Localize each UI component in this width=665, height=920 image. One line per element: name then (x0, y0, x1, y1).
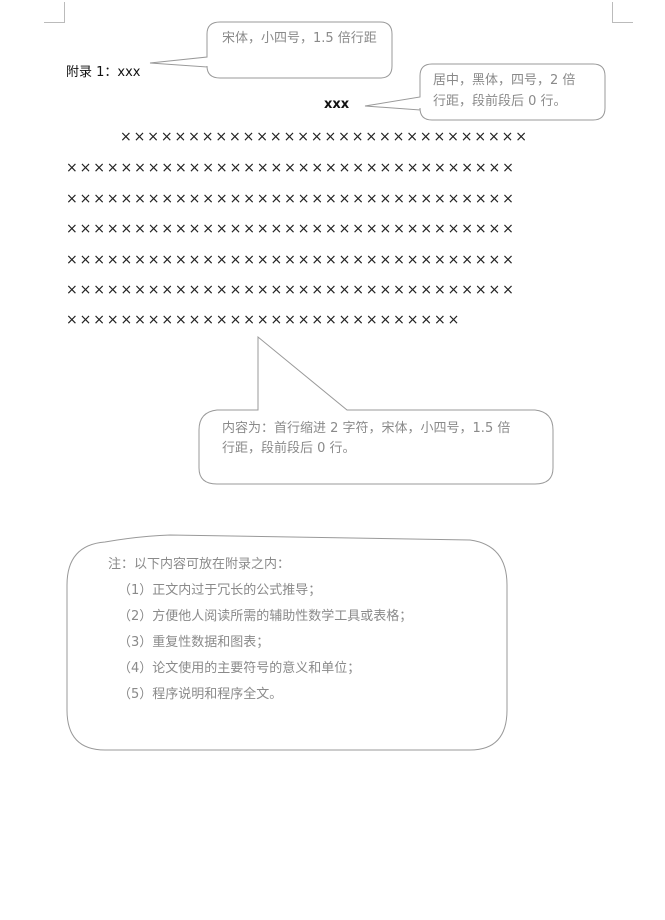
note-box-shape (66, 534, 508, 751)
note-title: 注：以下内容可放在附录之内： (108, 557, 291, 572)
note-item: （2）方便他人阅读所需的辅助性数学工具或表格； (118, 609, 413, 624)
callout-appendix-label-text: 宋体，小四号，1.5 倍行距 (222, 31, 377, 46)
note-item: （1）正文内过于冗长的公式推导； (118, 583, 322, 598)
callout-content-text-line1: 内容为：首行缩进 2 字符，宋体，小四号，1.5 倍 (222, 421, 511, 436)
body-line: ××××××××××××××××××××××××××××× (66, 312, 462, 328)
appendix-title: xxx (324, 97, 350, 112)
callout-shape-title (364, 63, 606, 121)
margin-mark-top-right (612, 2, 633, 23)
body-line: ××××××××××××××××××××××××××××××××× (66, 160, 516, 176)
note-item: （4）论文使用的主要符号的意义和单位； (118, 661, 361, 676)
note-item: （3）重复性数据和图表； (118, 635, 270, 650)
callout-shape-content (198, 335, 554, 485)
note-item: （5）程序说明和程序全文。 (118, 687, 283, 702)
note-box: 注：以下内容可放在附录之内： （1）正文内过于冗长的公式推导； （2）方便他人阅… (108, 552, 413, 708)
body-line: ××××××××××××××××××××××××××××××××× (66, 191, 516, 207)
body-line: ××××××××××××××××××××××××××××××××× (66, 221, 516, 237)
body-line: ××××××××××××××××××××××××××××××××× (66, 252, 516, 268)
body-line: ×××××××××××××××××××××××××××××× (120, 129, 529, 145)
callout-title-text-line1: 居中，黑体，四号，2 倍 (433, 73, 576, 88)
callout-shape-appendix-label (149, 21, 393, 79)
callout-title-text-line2: 行距，段前段后 0 行。 (433, 94, 567, 109)
appendix-label: 附录 1：xxx (66, 65, 141, 80)
callout-content-text-line2: 行距，段前段后 0 行。 (222, 441, 356, 456)
body-line: ××××××××××××××××××××××××××××××××× (66, 282, 516, 298)
margin-mark-top-left (44, 2, 65, 23)
